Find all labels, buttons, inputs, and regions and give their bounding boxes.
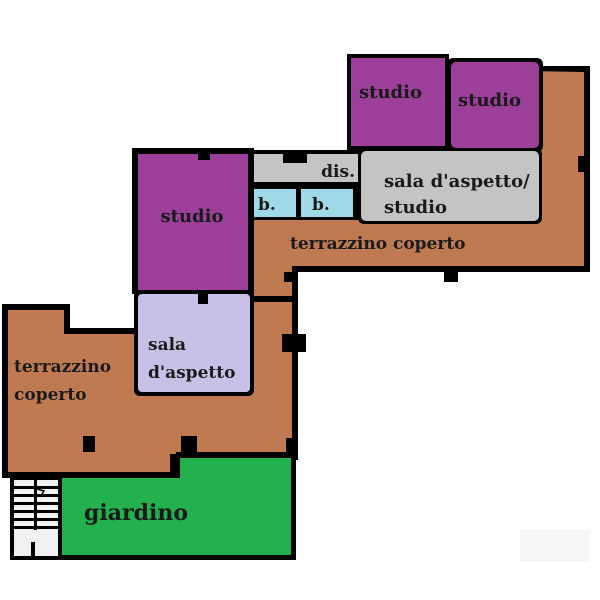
label-sala-aspetto-line2: d'aspetto (148, 363, 235, 383)
room-disimpegno: dis. (250, 150, 362, 186)
background-smudge (520, 530, 590, 562)
wall-pillar (198, 292, 208, 304)
room-studio-left: studio (132, 148, 254, 294)
label-studio-top-left: studio (359, 82, 422, 103)
wall-pillar (283, 153, 307, 163)
room-studio-top-right: studio (447, 58, 543, 152)
label-studio-top-right: studio (458, 90, 521, 111)
label-sala-aspetto-line1: sala (148, 335, 186, 355)
label-terrazzino-coperto-left-line2: coperto (14, 385, 87, 405)
label-disimpegno: dis. (321, 162, 355, 182)
stair-arrow-icon (36, 488, 46, 498)
room-studio-top-left: studio (347, 54, 449, 150)
label-bagno-2: b. (312, 195, 330, 215)
label-sala-aspetto-studio-line2: studio (384, 197, 447, 218)
label-terrazzino-coperto-top: terrazzino coperto (290, 234, 466, 254)
room-bagno-1: b. (250, 186, 300, 220)
room-sala-aspetto: sala d'aspetto (134, 290, 254, 396)
room-bagno-2: b. (296, 186, 358, 220)
stairs (10, 478, 62, 560)
wall-pillar (198, 150, 210, 160)
label-terrazzino-coperto-left-line1: terrazzino (14, 357, 111, 377)
wall-pillars (83, 156, 588, 454)
label-giardino: giardino (84, 500, 188, 526)
room-sala-aspetto-studio: sala d'aspetto/ studio (358, 148, 542, 224)
label-sala-aspetto-studio-line1: sala d'aspetto/ (384, 171, 530, 192)
room-giardino: giardino (56, 452, 296, 560)
label-studio-left: studio (161, 206, 224, 227)
label-bagno-1: b. (258, 195, 276, 215)
